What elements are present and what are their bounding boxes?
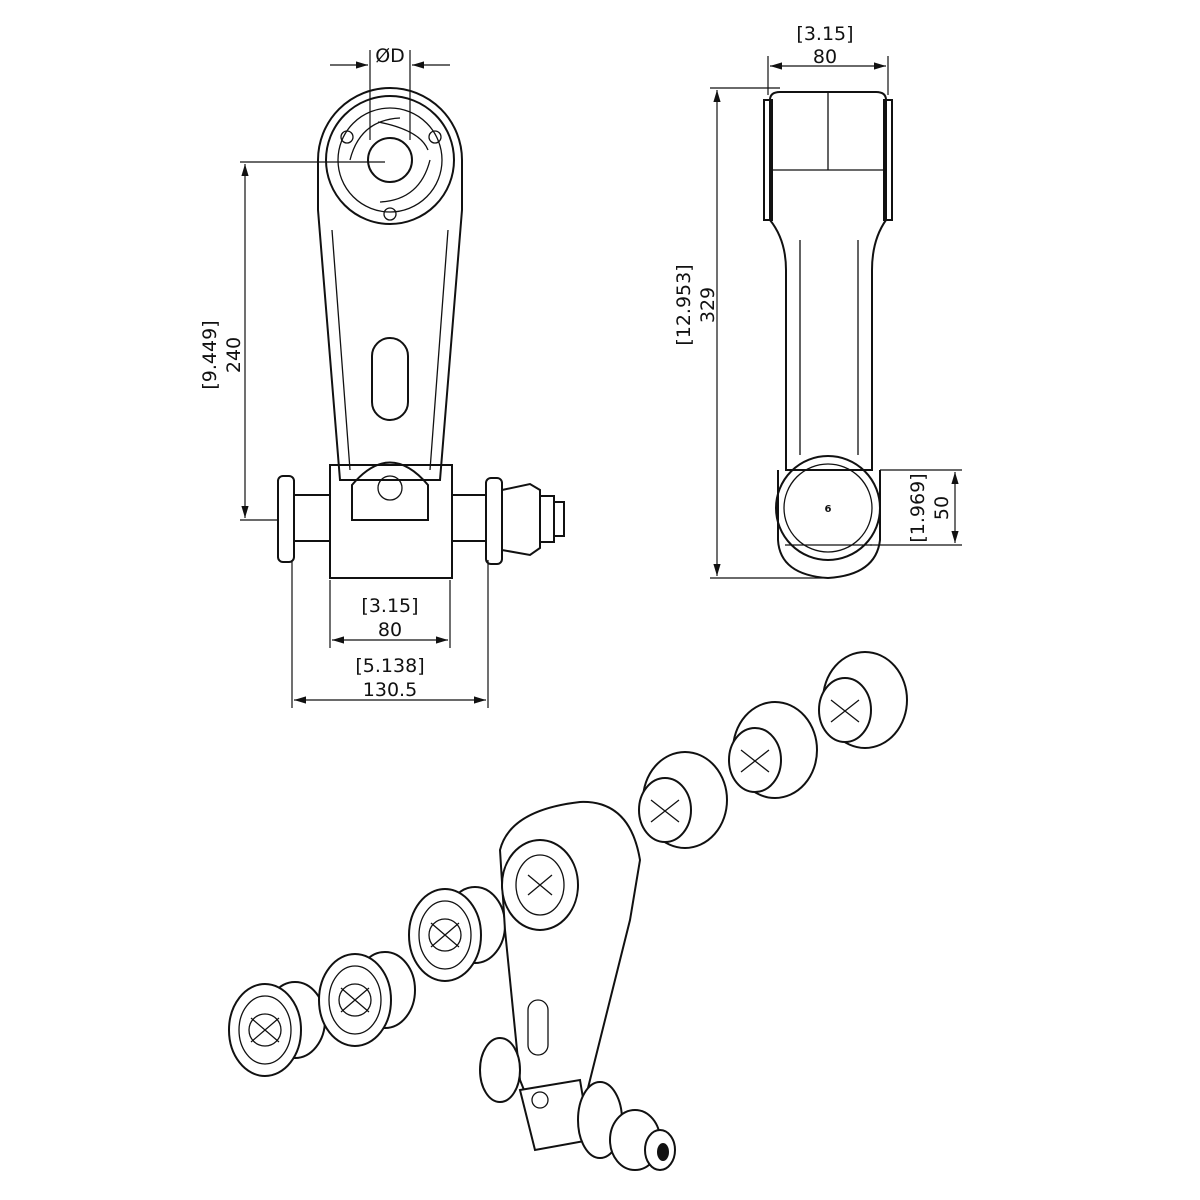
diameter-label: ØD	[375, 45, 405, 67]
circle-mm-label: 50	[931, 496, 953, 520]
overall-in-label: [5.138]	[355, 655, 424, 677]
bushing	[638, 751, 728, 849]
side-view: 6 [3.15] 80 [12.953] 329 [1.969] 50	[673, 23, 962, 580]
block-in-label: [3.15]	[361, 595, 418, 617]
block-mm-label: 80	[378, 619, 402, 641]
bushing	[818, 651, 908, 749]
width-mm-label: 80	[813, 46, 837, 68]
center-mark: 6	[825, 504, 832, 515]
front-view: ØD [9.449] 240 [3.15] 80 [5.138] 130.5	[199, 45, 565, 708]
circle-in-label: [1.969]	[907, 473, 929, 542]
height-in-label: [12.953]	[673, 264, 695, 345]
height-in-label: [9.449]	[199, 320, 221, 389]
overall-mm-label: 130.5	[363, 679, 417, 701]
height-mm-label: 329	[697, 287, 719, 323]
height-mm-label: 240	[223, 337, 245, 373]
bushing	[728, 701, 818, 799]
width-in-label: [3.15]	[796, 23, 853, 45]
exploded-view	[228, 651, 908, 1171]
arm-assembly	[479, 800, 676, 1171]
bushing	[408, 886, 506, 982]
bushing	[228, 981, 326, 1077]
bushing	[318, 951, 416, 1047]
